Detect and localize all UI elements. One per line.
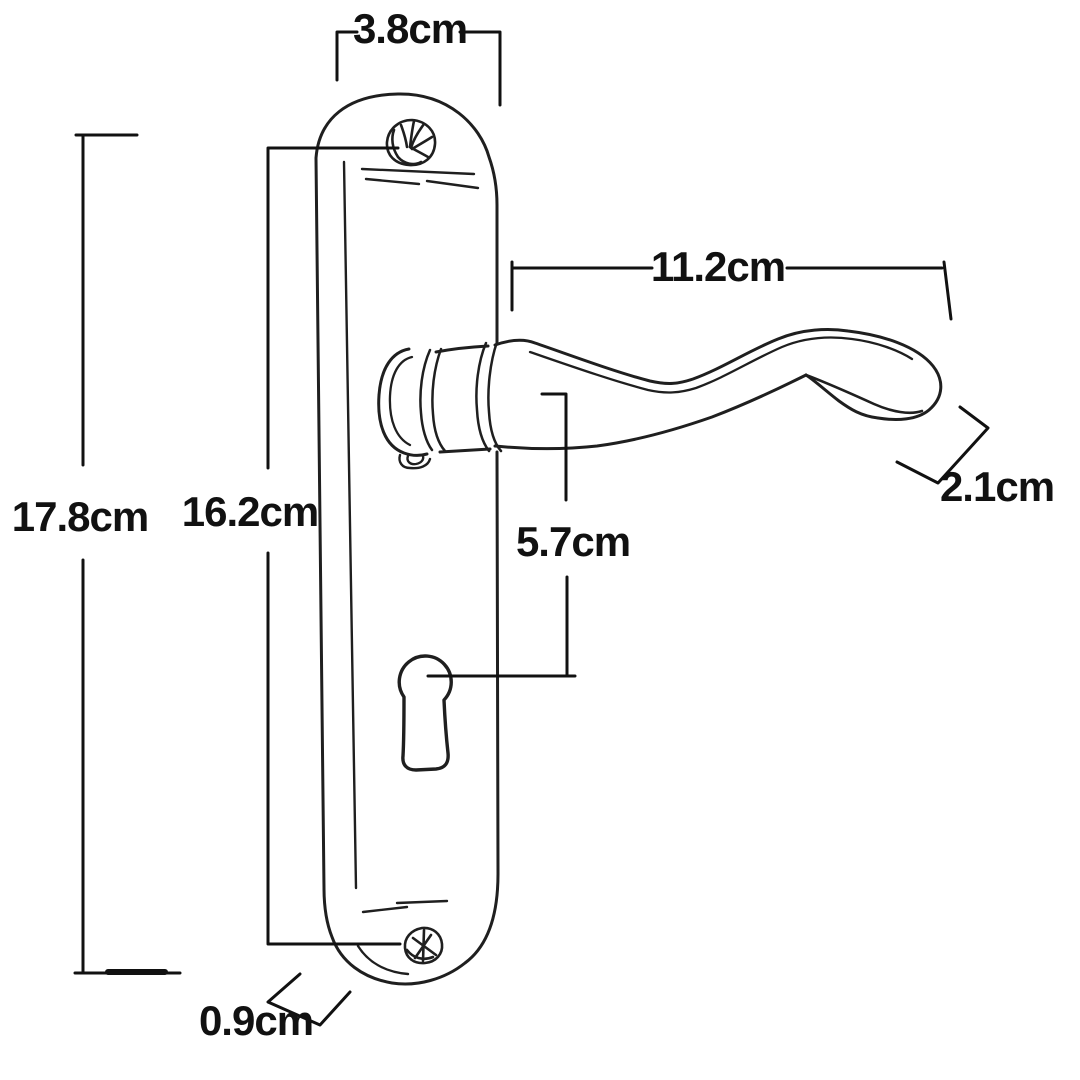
dim-handle-length xyxy=(510,260,953,321)
lever-top-face-line xyxy=(528,336,914,394)
handle-nub xyxy=(398,453,432,470)
label-spindle-to-keyhole: 5.7cm xyxy=(515,518,631,565)
lever-top-edge xyxy=(493,328,943,421)
lever-scroll-curl xyxy=(804,373,880,420)
top-screw xyxy=(385,118,437,167)
lever-bottom-edge xyxy=(493,373,808,451)
label-overall-height: 17.8cm xyxy=(11,493,149,540)
keyhole xyxy=(397,654,453,772)
backplate xyxy=(314,92,500,986)
handle-ring xyxy=(419,347,447,453)
dim-handle-tip xyxy=(895,405,990,485)
dim-plate-width xyxy=(335,30,502,107)
label-plate-width: 3.8cm xyxy=(352,5,468,52)
handle-collar xyxy=(475,340,503,453)
backplate-bevel-bottom xyxy=(356,899,449,976)
backplate-outline xyxy=(314,92,500,986)
label-screw-centres-height: 16.2cm xyxy=(181,488,319,535)
handle-hub-fill xyxy=(377,344,501,456)
label-handle-tip-width: 2.1cm xyxy=(939,463,1055,510)
handle-rose-inner xyxy=(388,355,414,447)
dim-screw-centres xyxy=(266,146,402,946)
backplate-bevel-left xyxy=(342,160,358,890)
label-plate-edge-depth: 0.9cm xyxy=(198,997,314,1044)
lever-scroll-inner xyxy=(804,373,924,415)
dim-overall-height xyxy=(73,133,182,975)
handle-rose xyxy=(377,347,429,457)
dim-spindle-keyhole xyxy=(426,392,577,678)
dim-plate-depth xyxy=(266,972,352,1027)
label-handle-length: 11.2cm xyxy=(650,243,786,290)
handle-lever-fill xyxy=(495,329,941,449)
bottom-screw xyxy=(403,926,444,965)
backplate-bevel-top xyxy=(360,167,480,190)
lever-handle xyxy=(377,328,943,470)
